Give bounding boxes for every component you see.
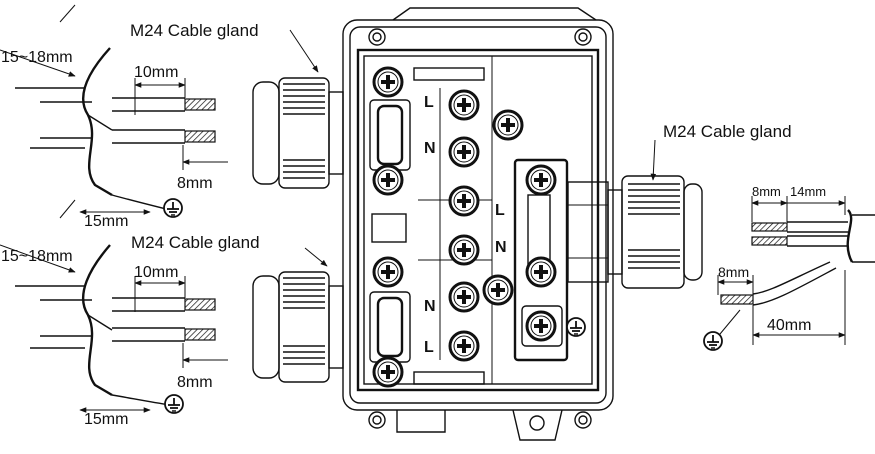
- dim-insulation-bottom: 10mm: [134, 264, 178, 281]
- terminal-label-mid-n: N: [495, 239, 507, 256]
- label-gland-top-left: M24 Cable gland: [130, 21, 259, 40]
- cable-strip-detail-bottom: [0, 199, 228, 414]
- terminal-label-top-n: N: [424, 140, 436, 157]
- dim-right-8mm-earth: 8mm: [718, 264, 749, 280]
- cable-strip-detail-right: [703, 196, 875, 351]
- cable-gland-bottom-left: [252, 271, 344, 383]
- dim-earth-extra-top: 8mm: [177, 175, 213, 192]
- terminal-label-top-l: L: [424, 94, 434, 111]
- dim-earth-extra-bottom: 8mm: [177, 374, 213, 391]
- dim-right-14mm: 14mm: [790, 184, 826, 199]
- cable-strip-detail-top: [0, 4, 228, 218]
- terminal-label-mid-l: L: [495, 202, 505, 219]
- dim-strip-sheath-bottom: 15~18mm: [1, 248, 73, 265]
- dim-insulation-top: 10mm: [134, 64, 178, 81]
- dim-right-8mm-top: 8mm: [752, 184, 781, 199]
- dim-sheath-bottom: 15mm: [84, 411, 128, 428]
- label-gland-bottom-left: M24 Cable gland: [131, 233, 260, 252]
- terminal-label-bot-n: N: [424, 298, 436, 315]
- dim-strip-sheath-top: 15~18mm: [1, 49, 73, 66]
- cable-gland-right: [607, 175, 703, 289]
- dim-sheath-top: 15mm: [84, 213, 128, 230]
- label-gland-right: M24 Cable gland: [663, 122, 792, 141]
- junction-box: [342, 7, 614, 441]
- terminal-label-bot-l: L: [424, 339, 434, 356]
- dim-right-40mm: 40mm: [767, 317, 811, 334]
- cable-gland-top-left: [252, 77, 344, 189]
